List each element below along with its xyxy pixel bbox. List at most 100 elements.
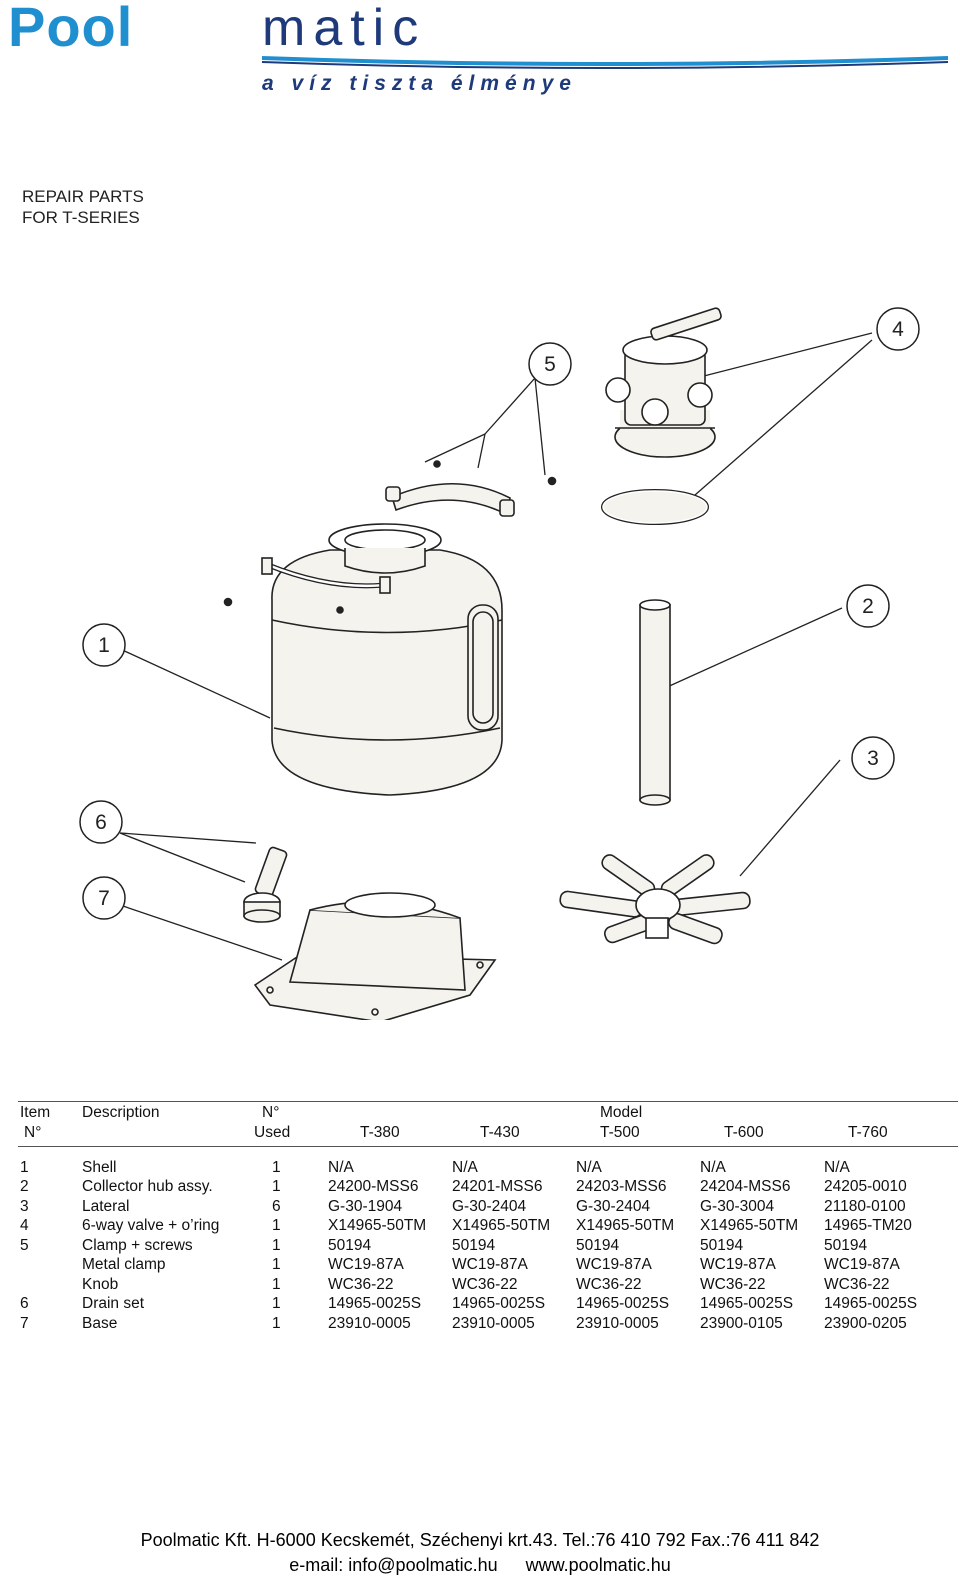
description-cell: Shell: [82, 1158, 117, 1176]
part-number-cell-t-760: 21180-0100: [824, 1197, 906, 1215]
part-number-cell-t-430: N/A: [452, 1158, 478, 1176]
used-cell: 1: [272, 1314, 281, 1332]
item-cell: 4: [20, 1217, 29, 1235]
item-cell: 3: [20, 1197, 29, 1215]
header-model: Model: [600, 1104, 643, 1121]
used-cell: 1: [272, 1236, 281, 1254]
logo-pool-text: Pool: [8, 0, 134, 58]
header-model-t600: T-600: [724, 1124, 764, 1141]
callout-5-label: 5: [544, 353, 556, 376]
table-row: 4 6-way valve + o’ring 1 X14965-50TM X14965-…: [18, 1217, 958, 1237]
header-model-t380: T-380: [360, 1124, 400, 1141]
part-number-cell-t-380: 14965-0025S: [328, 1295, 422, 1313]
item-cell: 5: [20, 1236, 29, 1254]
laterals-part: [559, 854, 751, 945]
table-top-rule: [18, 1101, 958, 1102]
part-number-cell-t-600: 24204-MSS6: [700, 1178, 791, 1196]
callouts: [79, 307, 920, 920]
page-heading: REPAIR PARTS FOR T-SERIES: [22, 186, 144, 228]
table-header-rule: [18, 1146, 958, 1147]
part-number-cell-t-500: 23910-0005: [576, 1314, 659, 1332]
used-cell: 6: [272, 1197, 281, 1215]
part-number-cell-t-600: X14965-50TM: [700, 1217, 799, 1235]
part-number-cell-t-430: WC36-22: [452, 1275, 518, 1293]
part-number-cell-t-500: G-30-2404: [576, 1197, 651, 1215]
description-cell: Lateral: [82, 1197, 130, 1215]
part-number-cell-t-760: 14965-0025S: [824, 1295, 918, 1313]
description-cell: Metal clamp: [82, 1256, 166, 1274]
part-number-cell-t-760: 24205-0010: [824, 1178, 907, 1196]
used-cell: 1: [272, 1256, 281, 1274]
logo-matic-text: matic: [262, 0, 427, 57]
part-number-cell-t-380: 23910-0005: [328, 1314, 411, 1332]
collector-pipe-part: [639, 599, 671, 806]
part-number-cell-t-380: G-30-1904: [328, 1197, 403, 1215]
part-number-cell-t-500: N/A: [576, 1158, 602, 1176]
callout-4-label: 4: [892, 318, 904, 341]
callout-6: [79, 800, 123, 844]
footer-address: Poolmatic Kft. H-6000 Kecskemét, Széchen…: [140, 1530, 820, 1550]
part-number-cell-t-760: 14965-TM20: [824, 1217, 912, 1235]
drain-set-part: [243, 846, 288, 923]
part-number-cell-t-760: N/A: [824, 1158, 850, 1176]
part-number-cell-t-380: N/A: [328, 1158, 354, 1176]
item-cell: 6: [20, 1295, 29, 1313]
part-number-cell-t-430: 23910-0005: [452, 1314, 535, 1332]
part-number-cell-t-500: 14965-0025S: [576, 1295, 670, 1313]
callout-3-label: 3: [867, 747, 879, 770]
item-cell: 7: [20, 1314, 29, 1332]
part-number-cell-t-760: WC19-87A: [824, 1256, 900, 1274]
description-cell: Base: [82, 1314, 118, 1332]
part-number-cell-t-600: 50194: [700, 1236, 744, 1254]
part-number-cell-t-600: 14965-0025S: [700, 1295, 794, 1313]
part-number-cell-t-380: 50194: [328, 1236, 372, 1254]
description-cell: Clamp + screws: [82, 1236, 193, 1254]
callout-2: [846, 584, 890, 628]
part-number-cell-t-600: WC36-22: [700, 1275, 766, 1293]
footer-contact: e-mail: info@poolmatic.hu www.poolmatic.…: [0, 1555, 960, 1576]
heading-line2: FOR T-SERIES: [22, 208, 140, 227]
used-cell: 1: [272, 1217, 281, 1235]
description-cell: 6-way valve + o’ring: [82, 1217, 220, 1235]
parts-table-body: 1 Shell 1 N/A N/A N/A N/A N/A 2 Collector hub ass…: [18, 1158, 958, 1334]
used-cell: 1: [272, 1295, 281, 1313]
part-number-cell-t-600: N/A: [700, 1158, 726, 1176]
leader-lines: [117, 332, 873, 961]
item-cell: [18, 1256, 82, 1276]
callout-1: [82, 623, 126, 667]
used-cell: 1: [272, 1178, 281, 1196]
footer-email[interactable]: e-mail: info@poolmatic.hu: [289, 1555, 498, 1575]
description-cell: Knob: [82, 1275, 119, 1293]
part-number-cell-t-500: 24203-MSS6: [576, 1178, 667, 1196]
callout-7-label: 7: [98, 887, 110, 910]
header-item: Item: [20, 1104, 51, 1121]
part-number-cell-t-500: WC36-22: [576, 1275, 642, 1293]
parts-diagram: 1 2 3 4 5 6 7: [79, 307, 920, 1020]
callout-6-label: 6: [95, 811, 107, 834]
logo-tagline: a víz tiszta élménye: [262, 72, 577, 95]
part-number-cell-t-760: 23900-0205: [824, 1314, 907, 1332]
header-model-t430: T-430: [480, 1124, 520, 1141]
part-number-cell-t-500: 50194: [576, 1236, 620, 1254]
part-number-cell-t-760: WC36-22: [824, 1275, 890, 1293]
table-row: 7 Base 1 23910-0005 23910-0005 23910-0005 2390…: [18, 1314, 958, 1334]
part-number-cell-t-380: X14965-50TM: [328, 1217, 427, 1235]
part-number-cell-t-380: WC36-22: [328, 1275, 394, 1293]
part-number-cell-t-380: 24200-MSS6: [328, 1178, 419, 1196]
description-cell: Collector hub assy.: [82, 1178, 213, 1196]
item-cell: 2: [20, 1178, 29, 1196]
item-cell: 1: [20, 1158, 29, 1176]
logo-swoosh: [261, 56, 949, 69]
part-number-cell-t-380: WC19-87A: [328, 1256, 404, 1274]
valve-part: [601, 307, 722, 525]
footer-website[interactable]: www.poolmatic.hu: [525, 1555, 671, 1575]
callout-2-label: 2: [862, 595, 874, 618]
part-number-cell-t-760: 50194: [824, 1236, 868, 1254]
header-item-no: N°: [24, 1124, 42, 1141]
